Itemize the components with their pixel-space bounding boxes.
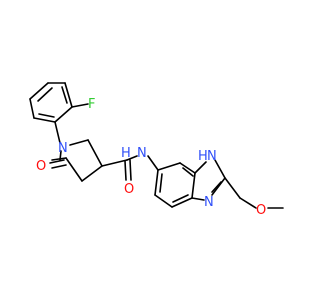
bond [171, 197, 193, 208]
bond [51, 157, 67, 161]
bond [157, 162, 181, 171]
bond [54, 106, 73, 123]
structure-svg: F N O O N H H N N O [29, 82, 284, 218]
bonds [29, 82, 284, 209]
imidazole-nh-nitrogen-label: N [207, 149, 217, 164]
bond [239, 197, 257, 209]
bond [64, 82, 73, 108]
bond [38, 113, 55, 118]
atom-labels: F N O O N H H N N O [36, 97, 266, 218]
bond [126, 155, 138, 161]
bond [182, 167, 194, 177]
bond [159, 173, 163, 193]
bond [71, 103, 89, 108]
bond [129, 159, 132, 181]
bond [211, 177, 226, 196]
pyrrolidine-nitrogen-label: N [58, 141, 68, 156]
bond [124, 160, 127, 181]
fluorine-atom-label: F [88, 97, 95, 112]
bond [172, 194, 189, 203]
bond [65, 157, 83, 182]
imidazole-nitrogen-label: N [204, 195, 214, 210]
bond [37, 87, 53, 102]
imidazole-nh-hydrogen-label: H [198, 149, 208, 164]
bond [179, 162, 196, 174]
molecule-diagram: F N O O N H H N N O [29, 82, 284, 218]
bond [29, 98, 35, 119]
bond [29, 82, 49, 100]
bond [51, 164, 67, 169]
bond [191, 172, 196, 199]
bond [101, 159, 128, 167]
bond [147, 155, 159, 171]
amide-hydrogen-label: H [121, 146, 131, 161]
bond [214, 159, 226, 179]
ketone-oxygen-label: O [36, 159, 46, 174]
bond [87, 139, 103, 167]
bond [81, 165, 103, 182]
bond [154, 194, 173, 208]
bond [54, 121, 61, 144]
bond [211, 181, 222, 193]
amide-oxygen-label: O [124, 182, 134, 197]
bond [191, 197, 205, 201]
bond [33, 117, 56, 123]
bond [69, 139, 89, 146]
bond [61, 86, 68, 104]
bond [154, 169, 159, 196]
amide-nitrogen-label: N [137, 146, 147, 161]
bond [224, 177, 241, 199]
ether-oxygen-label: O [256, 203, 266, 218]
bond [49, 159, 65, 164]
bond [194, 161, 207, 174]
